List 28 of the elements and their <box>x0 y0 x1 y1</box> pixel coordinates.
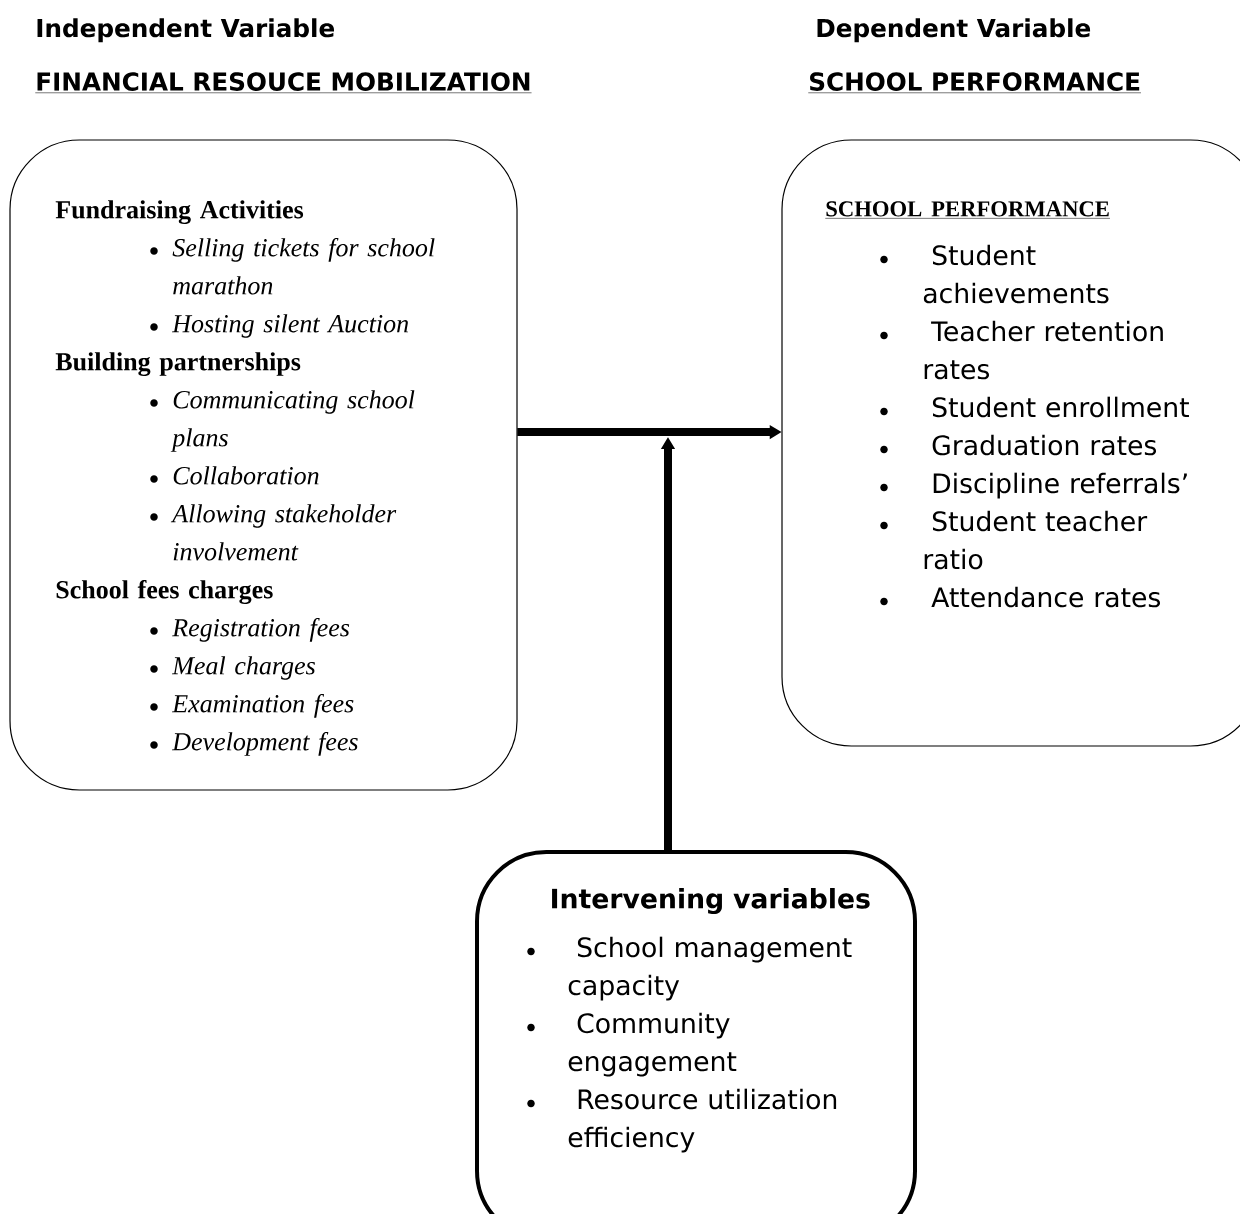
list-item: Graduation rates <box>880 434 1157 456</box>
list-item: Attendance rates <box>880 586 1160 608</box>
variable-label: Dependent Variable <box>817 18 1091 43</box>
list-item: Registration fees <box>150 617 350 642</box>
list-item: Community engagement <box>527 1012 737 1077</box>
list-item: Hosting silent Auction <box>150 314 409 338</box>
heading: SCHOOL PERFORMANCE <box>825 201 1111 219</box>
list-item: Collaboration <box>150 466 319 485</box>
list-item: Meal charges <box>150 656 315 680</box>
heading: Building partnerships <box>55 352 301 376</box>
list-item: Development fees <box>150 731 358 756</box>
list-item: Teacher retention rates <box>880 320 1163 380</box>
list-item: Student teacher ratio <box>880 510 1148 570</box>
list-item: Selling tickets for school marathon <box>150 237 435 295</box>
list-item: Allowing stakeholder involvement <box>150 504 397 561</box>
list-item: Communicating school plans <box>150 390 415 452</box>
list-item: Resource utilization efficiency <box>527 1088 837 1153</box>
variable-label: Independent Variable <box>37 18 334 43</box>
section-heading: SCHOOL PERFORMANCE <box>808 72 1142 94</box>
section-heading: FINANCIAL RESOUCE MOBILIZATION <box>35 72 532 94</box>
list-item: Student enrollment <box>880 396 1189 418</box>
heading: Fundraising Activities <box>55 200 304 224</box>
list-item: Student achievements <box>880 244 1109 304</box>
list-item: School management capacity <box>527 936 852 1001</box>
list-item: Discipline referrals’ <box>880 472 1187 499</box>
list-item: Examination fees <box>150 693 354 718</box>
heading: Intervening variables <box>552 888 870 914</box>
heading: School fees charges <box>56 579 273 604</box>
